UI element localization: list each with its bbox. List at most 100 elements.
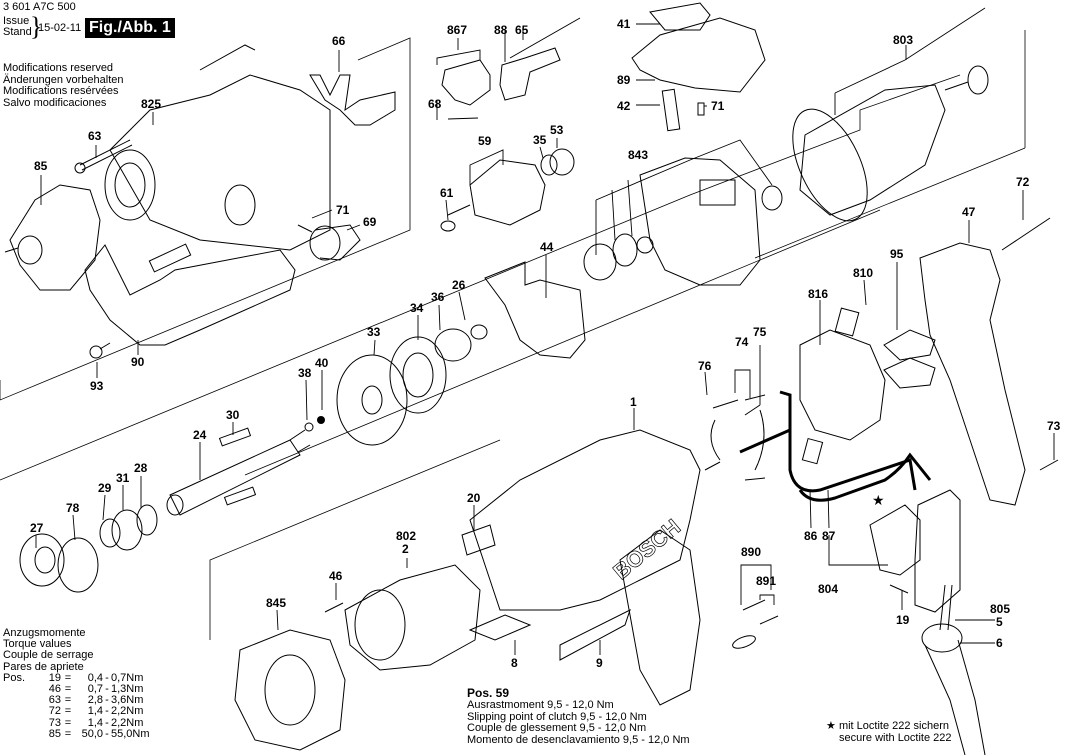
mod-line: Änderungen vorbehalten xyxy=(3,73,124,86)
torque-row: 72=1,4-2,2Nm xyxy=(3,705,144,718)
stand-label: Stand xyxy=(3,26,32,38)
torque-dash: - xyxy=(105,716,109,729)
part-26-spring xyxy=(470,324,488,340)
torque-title: Pares de apriete xyxy=(3,660,84,673)
part-93-screw xyxy=(89,342,111,359)
part-label-59: 59 xyxy=(478,134,492,148)
part-6-grommet xyxy=(921,584,986,755)
torque-pos xyxy=(3,695,37,706)
frame-gearbox xyxy=(0,74,961,481)
part-label-72: 72 xyxy=(1016,175,1030,189)
part-42-slider xyxy=(661,88,681,132)
part-90-cover xyxy=(84,243,296,346)
part-label-42: 42 xyxy=(617,99,631,113)
part-label-30: 30 xyxy=(226,408,240,422)
part-76-terminal xyxy=(704,399,739,471)
frame-armature xyxy=(754,147,1026,259)
part-label-63: 63 xyxy=(88,129,102,143)
torque-dash: - xyxy=(105,694,109,707)
part-95-clamp-2 xyxy=(883,357,936,389)
part-label-825: 825 xyxy=(141,97,162,111)
torque-dash: - xyxy=(105,671,109,684)
part-41-switch xyxy=(649,2,711,31)
part-843-gearbox-housing xyxy=(583,157,783,286)
part-29-circlip xyxy=(99,518,121,548)
modifications-notice: Modifications reserved Änderungen vorbeh… xyxy=(3,62,124,109)
torque-k: 19 xyxy=(48,671,61,684)
torque-row: 73=1,4-2,2Nm xyxy=(3,716,144,729)
loctite-star-icon: ★ xyxy=(872,492,885,508)
part-73-screw xyxy=(1039,459,1059,471)
part-label-810: 810 xyxy=(853,266,874,280)
part-label-31: 31 xyxy=(116,471,130,485)
part-label-843: 843 xyxy=(628,148,649,162)
part-845-baffle xyxy=(234,629,346,751)
torque-eq: = xyxy=(64,727,72,740)
part-47-handle xyxy=(919,242,1026,506)
part-label-76: 76 xyxy=(698,359,712,373)
issue-date: 15-02-11 xyxy=(38,22,82,34)
part-78-retaining-ring xyxy=(57,537,99,593)
part-label-40: 40 xyxy=(315,356,329,370)
part-65-pin xyxy=(509,17,581,59)
part-label-86: 86 xyxy=(804,529,818,543)
star-icon: ★ xyxy=(826,720,836,732)
part-label-803: 803 xyxy=(893,33,914,47)
part-867-slider xyxy=(441,59,491,106)
part-label-890: 890 xyxy=(741,545,762,559)
part-label-73: 73 xyxy=(1047,419,1061,433)
torque-a: 0,4 xyxy=(87,671,103,684)
part-label-845: 845 xyxy=(266,596,287,610)
part-label-75: 75 xyxy=(753,325,767,339)
part-label-9: 9 xyxy=(596,656,603,670)
part-71-spring xyxy=(697,102,705,116)
part-label-66: 66 xyxy=(332,34,346,48)
torque-b: 2,2Nm xyxy=(111,716,144,729)
part-85-chuck xyxy=(4,184,101,291)
torque-eq: = xyxy=(64,683,72,696)
part-30-key-2 xyxy=(223,486,257,506)
part-label-24: 24 xyxy=(193,428,207,442)
part-label-26: 26 xyxy=(452,278,466,292)
torque-eq: = xyxy=(64,716,72,729)
part-825-housing xyxy=(104,44,331,251)
part-label-53: 53 xyxy=(550,123,564,137)
brace-icon: } xyxy=(30,12,43,41)
part-68-clip xyxy=(447,117,479,120)
part-28-ring xyxy=(136,504,158,536)
part-31-washer xyxy=(111,509,143,551)
torque-pos: Pos. xyxy=(3,671,26,684)
part-804-switch xyxy=(869,489,961,613)
loctite-note: ★ mit Loctite 222 sichern secure with Lo… xyxy=(826,720,952,744)
part-label-61: 61 xyxy=(440,186,454,200)
issue-stand-label: Issue Stand xyxy=(3,16,32,38)
torque-a: 50,0 xyxy=(81,727,103,740)
torque-b: 1,3Nm xyxy=(111,683,144,696)
torque-row: 63=2,8-3,6Nm xyxy=(3,694,144,707)
issue-label: Issue xyxy=(3,15,30,27)
torque-row: 46=0,7-1,3Nm xyxy=(3,683,144,696)
part-label-891: 891 xyxy=(756,574,777,588)
part-label-69: 69 xyxy=(363,215,377,229)
part-label-44: 44 xyxy=(540,240,554,254)
torque-title: Couple de serrage xyxy=(3,649,94,662)
part-label-46: 46 xyxy=(329,569,343,583)
torque-title: Anzugsmomente xyxy=(3,627,86,639)
part-24-spindle xyxy=(166,429,311,516)
mod-line: Modifications reserved xyxy=(3,62,114,74)
leader-lines xyxy=(35,7,1055,655)
torque-a: 1,4 xyxy=(87,705,103,718)
pos59-title: Pos. 59 xyxy=(467,686,510,700)
part-label-867: 867 xyxy=(447,23,468,37)
part-label-88: 88 xyxy=(494,23,508,37)
part-label-87: 87 xyxy=(822,529,836,543)
torque-k: 73 xyxy=(48,716,61,729)
part-38-ring xyxy=(304,422,314,432)
part-label-1: 1 xyxy=(630,395,637,409)
part-59-clutch xyxy=(440,148,575,232)
part-36-bushing xyxy=(434,328,472,362)
part-label-33: 33 xyxy=(367,325,381,339)
torque-pos xyxy=(3,684,37,695)
torque-row: Pos.19=0,4-0,7Nm xyxy=(3,671,143,684)
part-label-65: 65 xyxy=(515,23,529,37)
